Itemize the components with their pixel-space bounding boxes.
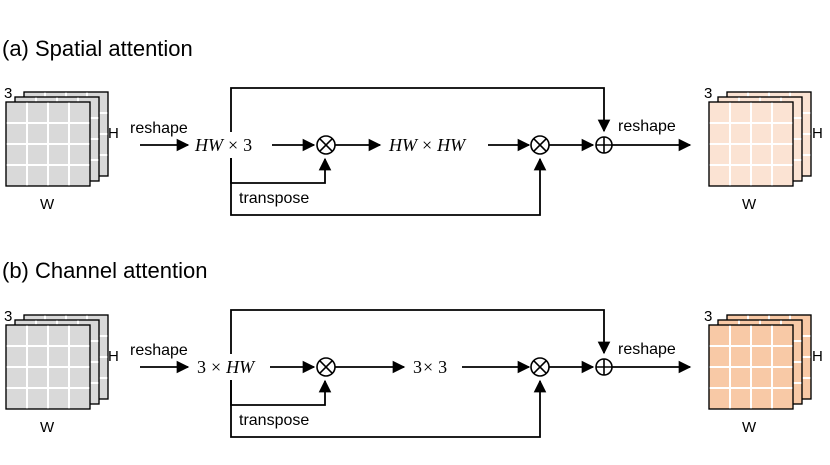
spatial-input-tensor: 3 H W bbox=[4, 85, 119, 213]
spatial-value-branch-arrow bbox=[230, 157, 547, 216]
spatial-input-depth-label: 3 bbox=[4, 85, 12, 102]
channel-output-depth-label: 3 bbox=[704, 308, 712, 325]
channel-reshape-out-label: reshape bbox=[618, 341, 676, 358]
channel-transpose-label: transpose bbox=[239, 412, 309, 429]
channel-matrix2-label: 3×3 bbox=[413, 357, 447, 377]
channel-add-icon bbox=[595, 358, 613, 376]
channel-input-width-label: W bbox=[40, 419, 55, 436]
spatial-output-width-label: W bbox=[742, 196, 757, 213]
channel-skip-connection-arrow bbox=[230, 309, 611, 355]
channel-output-layer-front bbox=[708, 324, 794, 410]
spatial-transpose-label: transpose bbox=[239, 190, 309, 207]
spatial-skip-connection-arrow bbox=[230, 87, 611, 133]
spatial-matrix1-label: HW×3 bbox=[194, 135, 252, 155]
spatial-reshape-out-label: reshape bbox=[618, 118, 676, 135]
channel-output-height-label: H bbox=[812, 348, 823, 365]
channel-output-width-label: W bbox=[742, 419, 757, 436]
spatial-add-icon bbox=[595, 136, 613, 154]
spatial-output-depth-label: 3 bbox=[704, 85, 712, 102]
spatial-output-height-label: H bbox=[812, 125, 823, 142]
spatial-multiply1-icon bbox=[316, 135, 336, 155]
spatial-attention-panel: (a) Spatial attention 3 H W resha bbox=[2, 36, 823, 216]
channel-multiply2-icon bbox=[530, 357, 550, 377]
channel-output-tensor: 3 H W bbox=[704, 308, 823, 436]
channel-matrix1-label: 3×HW bbox=[197, 357, 256, 377]
spatial-matrix2-label: HW×HW bbox=[388, 135, 467, 155]
channel-value-branch-arrow bbox=[230, 379, 547, 438]
spatial-input-layer-front bbox=[5, 101, 91, 187]
spatial-reshape-in-label: reshape bbox=[130, 120, 188, 137]
spatial-multiply2-icon bbox=[530, 135, 550, 155]
spatial-transpose-arrow bbox=[230, 157, 332, 184]
spatial-input-width-label: W bbox=[40, 196, 55, 213]
channel-title: (b) Channel attention bbox=[2, 258, 207, 283]
spatial-output-tensor: 3 H W bbox=[704, 85, 823, 213]
channel-input-height-label: H bbox=[108, 348, 119, 365]
channel-reshape-in-label: reshape bbox=[130, 342, 188, 359]
spatial-output-layer-front bbox=[708, 101, 794, 187]
channel-attention-panel: (b) Channel attention 3 H W resha bbox=[2, 258, 823, 438]
spatial-input-height-label: H bbox=[108, 125, 119, 142]
channel-multiply1-icon bbox=[316, 357, 336, 377]
channel-input-depth-label: 3 bbox=[4, 308, 12, 325]
channel-input-layer-front bbox=[5, 324, 91, 410]
spatial-title: (a) Spatial attention bbox=[2, 36, 193, 61]
channel-transpose-arrow bbox=[230, 379, 332, 406]
channel-input-tensor: 3 H W bbox=[4, 308, 119, 436]
